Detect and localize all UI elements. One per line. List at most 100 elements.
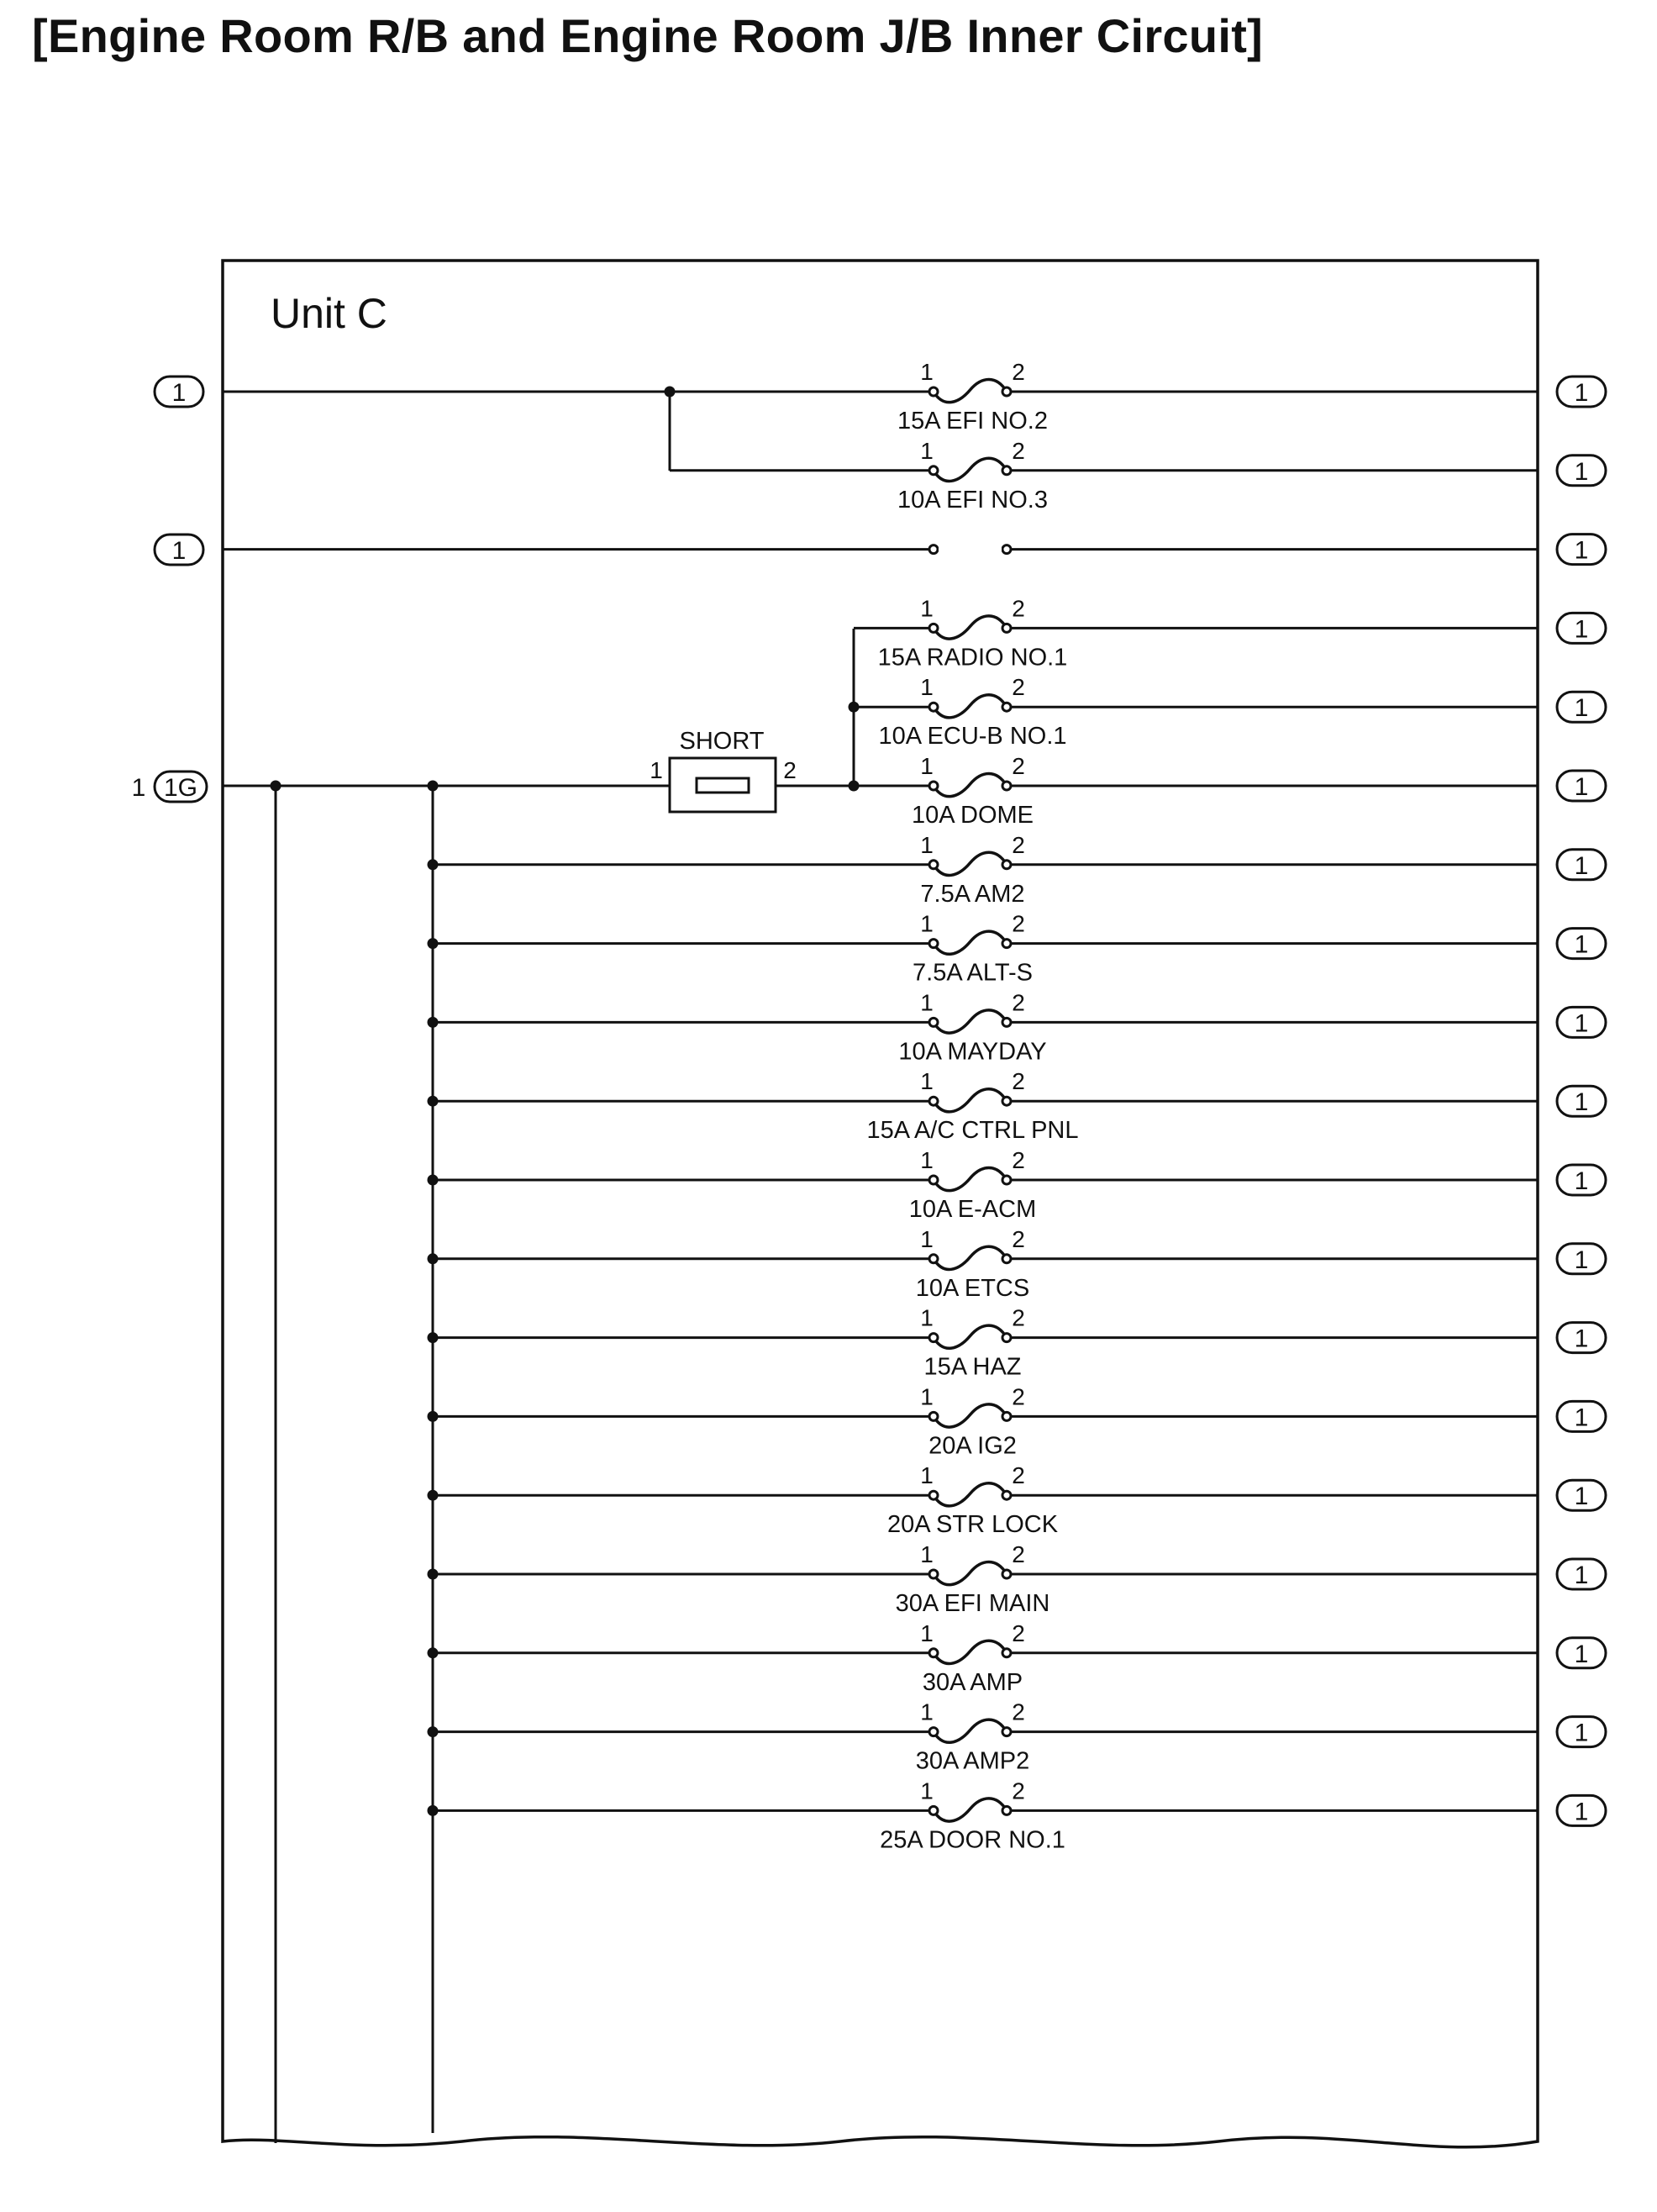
right-terminal: 1 xyxy=(1555,454,1607,487)
svg-text:1G: 1G xyxy=(164,774,197,802)
fuse-label: 15A EFI NO.2 xyxy=(897,408,1048,434)
svg-text:1: 1 xyxy=(1575,931,1589,959)
pin-number: 2 xyxy=(1012,674,1025,700)
vertical-wires xyxy=(274,392,855,2143)
page-title: [Engine Room R/B and Engine Room J/B Inn… xyxy=(32,9,1264,62)
left-terminal-1g: 1 1G xyxy=(132,770,208,803)
pin-number: 1 xyxy=(920,438,934,464)
open-contact xyxy=(1001,544,1013,556)
svg-text:1: 1 xyxy=(1575,1562,1589,1589)
svg-text:1: 1 xyxy=(1575,1009,1589,1037)
pin-number: 1 xyxy=(920,1226,934,1252)
junction-dot xyxy=(427,1253,439,1265)
svg-text:1: 1 xyxy=(1575,1720,1589,1747)
fuse-symbol xyxy=(928,693,1013,719)
right-terminal: 1 xyxy=(1555,533,1607,566)
svg-text:1: 1 xyxy=(650,757,663,783)
pin-number: 1 xyxy=(920,1068,934,1094)
svg-text:1: 1 xyxy=(1575,458,1589,486)
short-pin: SHORT 1 2 xyxy=(650,728,797,814)
junction-dot xyxy=(427,1410,439,1422)
right-terminal: 1 xyxy=(1555,1084,1607,1118)
fuse-symbol xyxy=(928,930,1013,956)
svg-text:1: 1 xyxy=(1575,1246,1589,1274)
junction-dot xyxy=(427,780,439,792)
right-terminal: 1 xyxy=(1555,1163,1607,1197)
pin-number: 2 xyxy=(1012,753,1025,779)
junction-dot xyxy=(427,1804,439,1816)
junction-dot xyxy=(427,938,439,950)
svg-text:1: 1 xyxy=(1575,1641,1589,1668)
fuse-label: 15A A/C CTRL PNL xyxy=(867,1117,1079,1144)
junction-dot xyxy=(427,1489,439,1501)
junction-dot xyxy=(427,1568,439,1580)
right-terminal: 1 xyxy=(1555,1005,1607,1039)
right-terminal: 1 xyxy=(1555,927,1607,961)
right-terminal: 1 xyxy=(1555,611,1607,645)
junction-dot xyxy=(427,1095,439,1107)
svg-text:1: 1 xyxy=(1575,1483,1589,1510)
open-contact xyxy=(928,544,939,556)
pin-number: 1 xyxy=(920,989,934,1015)
pin-number: 2 xyxy=(1012,1778,1025,1804)
fuse-label: 7.5A AM2 xyxy=(920,881,1024,908)
junction-dot xyxy=(427,1332,439,1344)
unit-box xyxy=(221,259,1539,2149)
fuse-symbol xyxy=(928,1324,1013,1350)
pin-number: 2 xyxy=(1012,1068,1025,1094)
right-terminal: 1 xyxy=(1555,375,1607,408)
left-terminal-top: 1 xyxy=(153,375,205,408)
fuse-symbol xyxy=(928,1718,1013,1744)
svg-text:2: 2 xyxy=(783,757,797,783)
pin-number: 1 xyxy=(920,1541,934,1567)
fuse-label: 25A DOOR NO.1 xyxy=(880,1826,1065,1853)
svg-text:1: 1 xyxy=(1575,615,1589,643)
fuse-symbol xyxy=(928,1166,1013,1193)
fuse-symbol xyxy=(928,614,1013,640)
right-terminal: 1 xyxy=(1555,690,1607,724)
pin-number: 1 xyxy=(920,1305,934,1331)
svg-text:SHORT: SHORT xyxy=(680,728,765,755)
pin-number: 1 xyxy=(920,1147,934,1173)
svg-text:1: 1 xyxy=(1575,379,1589,407)
pin-number: 2 xyxy=(1012,911,1025,937)
fuse-symbol xyxy=(928,1009,1013,1035)
left-terminal-second: 1 xyxy=(153,533,205,566)
fuse-symbol xyxy=(928,456,1013,483)
fuse-symbol xyxy=(928,1087,1013,1114)
pin-number: 2 xyxy=(1012,1541,1025,1567)
svg-text:1: 1 xyxy=(1575,1404,1589,1431)
fuse-symbol xyxy=(928,377,1013,404)
junction-dot xyxy=(848,701,860,713)
junction-dot xyxy=(427,1016,439,1028)
pin-number: 1 xyxy=(920,1620,934,1646)
pin-number: 2 xyxy=(1012,1620,1025,1646)
svg-text:1: 1 xyxy=(172,379,187,407)
svg-text:1: 1 xyxy=(1575,694,1589,722)
fuse-symbol xyxy=(928,1639,1013,1666)
right-terminal: 1 xyxy=(1555,1242,1607,1276)
pin-number: 2 xyxy=(1012,1383,1025,1409)
junction-dot xyxy=(427,1174,439,1186)
fuse-symbol xyxy=(928,772,1013,798)
right-terminal: 1 xyxy=(1555,1557,1607,1591)
svg-text:1: 1 xyxy=(172,537,187,565)
pin-number: 2 xyxy=(1012,1226,1025,1252)
pin-number: 2 xyxy=(1012,438,1025,464)
pin-number: 2 xyxy=(1012,989,1025,1015)
fuse-symbol xyxy=(928,851,1013,877)
fuse-label: 20A IG2 xyxy=(928,1432,1017,1459)
fuse-label: 20A STR LOCK xyxy=(887,1511,1059,1538)
fuse-label: 30A AMP2 xyxy=(916,1748,1029,1775)
